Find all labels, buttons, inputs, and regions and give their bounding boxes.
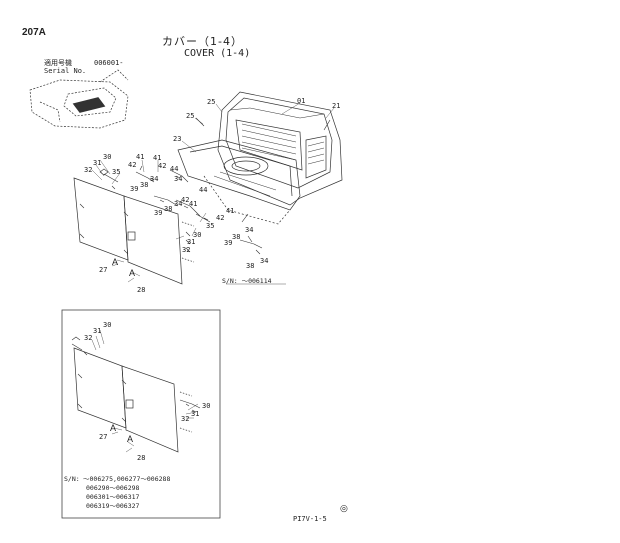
sn-inset-line: ～006275,006277～006288 [83, 475, 170, 483]
hardware-inset [71, 329, 201, 453]
callout-label: 25 [207, 98, 215, 106]
callout-label: 39 [224, 239, 232, 247]
center-cover [177, 139, 301, 225]
callout-label: 42 [128, 161, 136, 169]
callout-label: 34 [260, 257, 268, 265]
callout-label: 42 [216, 214, 224, 222]
callout-label: 25 [186, 112, 194, 120]
callout-label: 41 [189, 200, 197, 208]
callout-label: 38 [140, 181, 148, 189]
sn-inset-line: 006290～006298 [86, 484, 140, 492]
view-marker-a: A [129, 268, 135, 278]
side-door-inset [73, 347, 193, 453]
callout-label: 31 [191, 410, 199, 418]
callout-label: 44 [170, 165, 178, 173]
callout-label: 34 [245, 226, 253, 234]
title-japanese: カバー（1-4） [162, 35, 243, 48]
footer-code: PI7V-1-5 [293, 515, 327, 523]
sn-inset-label: S/N: [64, 475, 80, 483]
callout-label: 44 [199, 186, 207, 194]
sn-inset-line: 006301～006317 [86, 493, 140, 501]
callout-label: 38 [164, 205, 172, 213]
callout-label: 28 [137, 454, 145, 462]
callout-label: 32 [84, 334, 92, 342]
callout-label: 31 [187, 238, 195, 246]
callout-label: 38 [246, 262, 254, 270]
machine-thumbnail-cover [72, 97, 106, 113]
callout-label: 32 [182, 246, 190, 254]
sn-inset-line: 006319～006327 [86, 502, 140, 510]
serial-value: 006001- [94, 59, 124, 67]
revision-mark: ◎ [340, 504, 348, 514]
callout-label: 27 [99, 433, 107, 441]
title-english: COVER (1-4) [184, 48, 251, 59]
view-marker-a: A [127, 434, 133, 444]
callout-label: 30 [103, 321, 111, 329]
callout-label: 28 [137, 286, 145, 294]
callout-label: 30 [202, 402, 210, 410]
callout-label: 32 [84, 166, 92, 174]
callout-label: 41 [226, 207, 234, 215]
serial-label-japanese: 適用号機 [44, 59, 72, 67]
inset-frame [61, 309, 221, 519]
callout-label: 35 [112, 168, 120, 176]
callout-label: 42 [158, 162, 166, 170]
callout-label: 42 [181, 196, 189, 204]
sn-upper: S/N: ～006114 [222, 277, 272, 285]
callout-label: 30 [103, 153, 111, 161]
serial-label-english: Serial No. [44, 67, 87, 75]
callout-label: 38 [232, 233, 240, 241]
callout-label: 27 [99, 266, 107, 274]
machine-thumbnail [29, 69, 129, 129]
callout-label: 34 [150, 175, 158, 183]
callout-label: 23 [173, 135, 181, 143]
callout-label: 01 [297, 97, 305, 105]
callout-label: 39 [154, 209, 162, 217]
callout-label: 31 [93, 159, 101, 167]
page-code: 207A [22, 27, 46, 38]
callout-label: 31 [93, 327, 101, 335]
callout-label: 21 [332, 102, 340, 110]
view-marker-a: A [110, 423, 116, 433]
callout-label: 39 [130, 185, 138, 193]
callout-label: 41 [136, 153, 144, 161]
leader-lines-upper [91, 102, 335, 283]
callout-label: 30 [193, 231, 201, 239]
side-door-upper [73, 177, 195, 285]
callout-label: 35 [206, 222, 214, 230]
view-marker-a: A [112, 257, 118, 267]
callout-label: 34 [174, 175, 182, 183]
engine-cover [217, 91, 343, 206]
callout-label: 41 [153, 154, 161, 162]
callout-label: 32 [181, 415, 189, 423]
callout-label: 34 [174, 200, 182, 208]
